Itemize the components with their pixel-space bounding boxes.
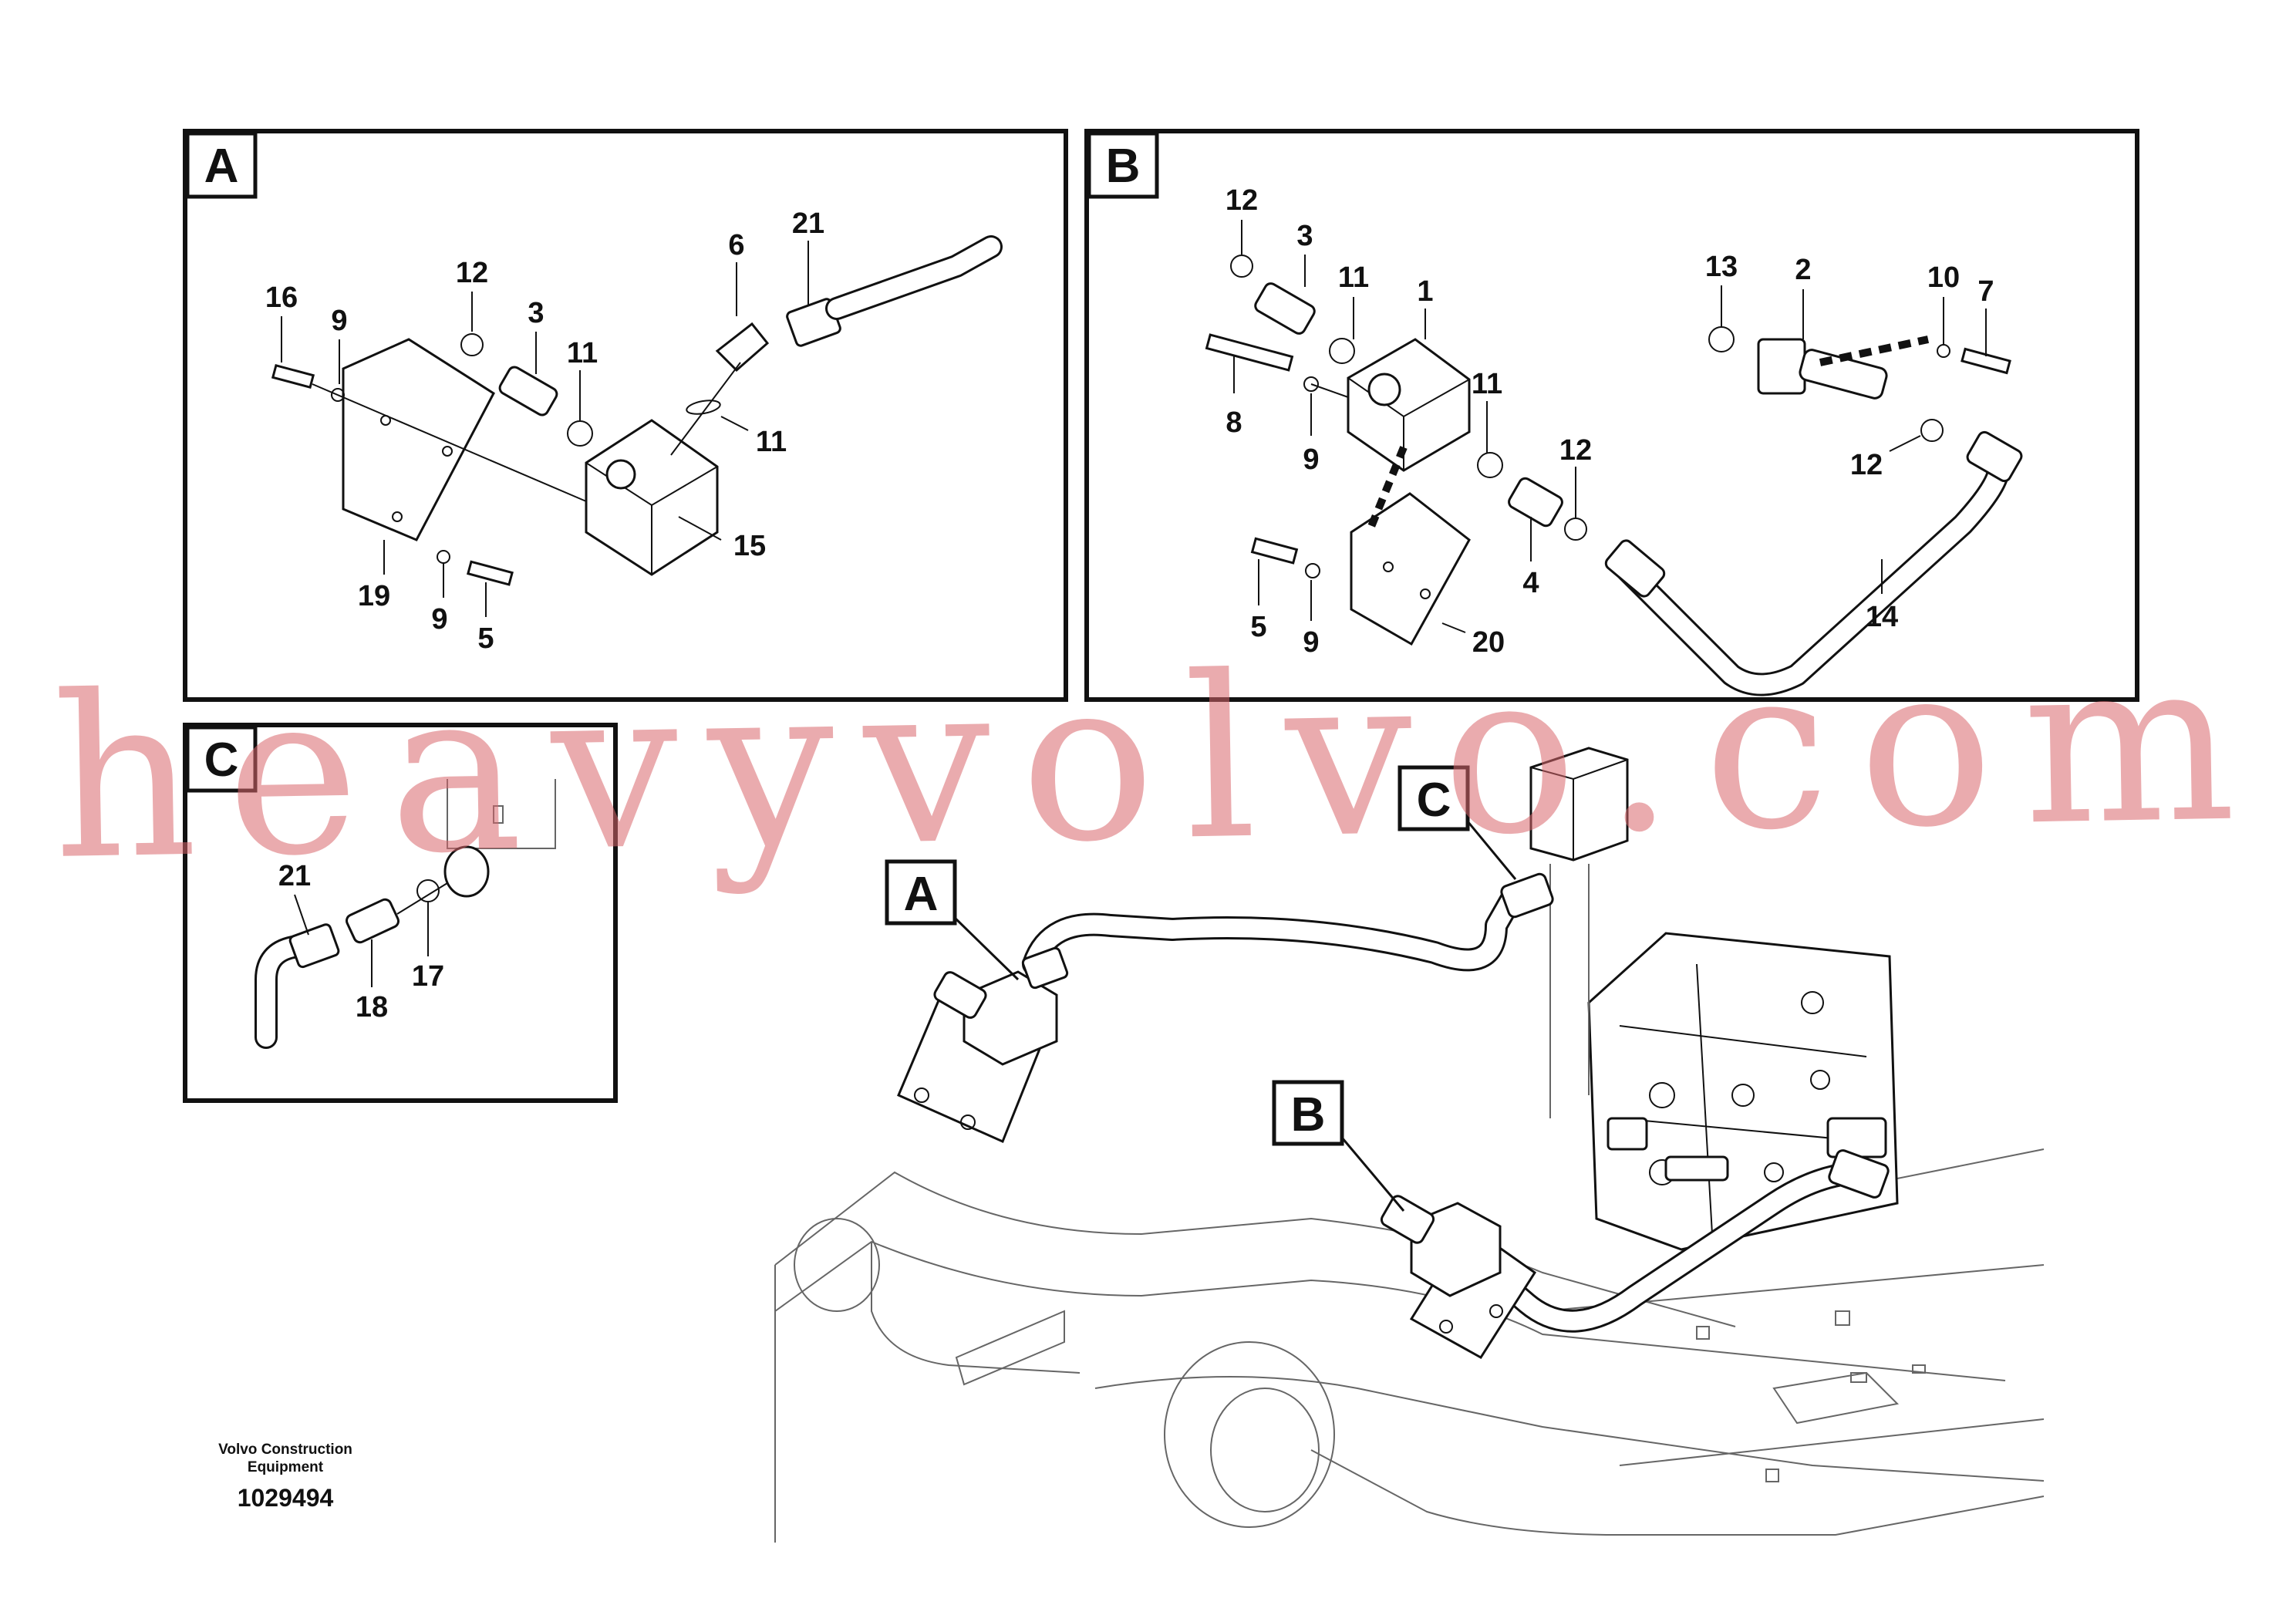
panel-c-letter: C (204, 733, 239, 787)
drawing-number: 1029494 (237, 1484, 334, 1512)
panel-b: B (1084, 129, 2139, 702)
label-b-9b: 9 (1303, 626, 1319, 659)
bolt-8 (1205, 333, 1294, 372)
bolt-16 (271, 363, 315, 389)
label-a-9b: 9 (431, 603, 447, 636)
valve-block-1 (1347, 338, 1471, 472)
label-b-1: 1 (1417, 275, 1433, 308)
svg-text:B: B (1291, 1088, 1326, 1141)
callout-a: A (885, 859, 1020, 981)
label-a-16: 16 (265, 282, 298, 314)
elbow-6 (715, 322, 770, 373)
label-b-4: 4 (1522, 567, 1539, 599)
mounting-plate-19 (342, 338, 495, 541)
label-b-10: 10 (1927, 261, 1960, 294)
company-line-2: Equipment (247, 1459, 324, 1475)
label-b-11b: 11 (1472, 368, 1502, 400)
watermark: heavyvolvo.com (50, 612, 2237, 909)
label-a-15: 15 (733, 530, 766, 562)
callout-b: B (1272, 1080, 1405, 1212)
control-valve (1587, 932, 1899, 1251)
connector-18 (346, 898, 400, 944)
connector-3b (1254, 282, 1316, 335)
panel-a-letter: A (204, 140, 239, 193)
label-b-14: 14 (1866, 601, 1898, 633)
label-a-19: 19 (358, 580, 390, 612)
label-b-2: 2 (1795, 254, 1811, 286)
label-b-12: 12 (1226, 184, 1258, 217)
label-a-21: 21 (792, 207, 824, 240)
label-b-12c: 12 (1850, 449, 1883, 481)
valve-block-15 (585, 419, 719, 576)
bolt-7 (1961, 347, 2011, 375)
o-ring-12 (460, 333, 484, 356)
label-b-8: 8 (1226, 406, 1242, 439)
svg-text:C: C (1417, 774, 1451, 827)
bolt-5 (467, 560, 514, 586)
pilot-block (1529, 747, 1629, 862)
panel-b-letter: B (1106, 140, 1141, 193)
label-a-11b: 11 (756, 426, 787, 458)
block-a-assembly (963, 970, 1058, 1066)
label-b-5: 5 (1250, 611, 1266, 643)
label-a-11: 11 (567, 337, 598, 369)
label-c-17: 17 (412, 960, 444, 993)
o-ring-11 (567, 420, 593, 447)
flange-2 (1757, 338, 1806, 395)
label-b-11: 11 (1338, 261, 1369, 294)
panel-a: A 16 9 (183, 129, 1068, 702)
connector-3 (498, 366, 558, 416)
hose-end-21c (288, 923, 340, 969)
label-b-3: 3 (1296, 220, 1313, 252)
label-b-9: 9 (1303, 443, 1319, 476)
label-a-6: 6 (728, 229, 744, 261)
main-assembly: A B C (774, 747, 2045, 1543)
block-b-assembly (1410, 1202, 1502, 1297)
company-line-1: Volvo Construction (218, 1442, 352, 1458)
label-b-12b: 12 (1559, 434, 1592, 467)
label-a-5: 5 (477, 622, 494, 655)
company-name: Volvo Construction Equipment (193, 1441, 378, 1476)
mounting-plate-20 (1350, 492, 1471, 646)
label-b-13: 13 (1705, 251, 1738, 283)
label-c-21: 21 (278, 860, 311, 892)
bolt-5b (1250, 537, 1299, 565)
label-b-20: 20 (1472, 626, 1505, 659)
connector-4 (1508, 477, 1563, 528)
o-ring-12b (1230, 255, 1253, 278)
port-17 (443, 845, 490, 898)
label-b-7: 7 (1977, 275, 1994, 308)
label-a-12: 12 (456, 257, 488, 289)
label-a-3: 3 (528, 297, 544, 329)
label-a-9: 9 (331, 305, 347, 337)
label-c-18: 18 (356, 991, 388, 1023)
callout-c: C (1397, 765, 1517, 880)
o-ring-17 (416, 879, 440, 902)
svg-text:A: A (904, 868, 939, 921)
panel-c: C 21 17 18 (183, 723, 618, 1103)
